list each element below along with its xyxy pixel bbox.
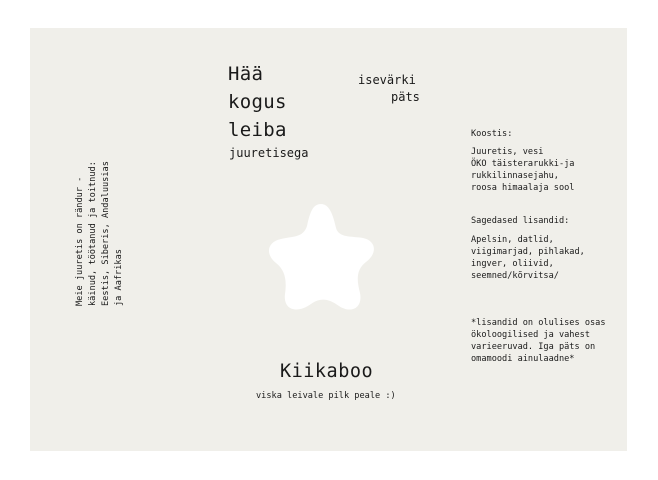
star-icon — [268, 204, 374, 310]
footnote-line-2: ökoloogilised ja vahest — [471, 330, 590, 340]
additions-line-1: Apelsin, datlid, — [471, 235, 554, 245]
additions-line-4: seemned/kõrvitsa/ — [471, 271, 559, 281]
composition-line-3: rukkilinnasejahu, — [471, 171, 559, 181]
composition-line-4: roosa himaalaja sool — [471, 183, 575, 193]
product-title-line-1: Hää — [228, 63, 264, 85]
side-note-line-2: käinud, töötanud ja toitnud: — [88, 161, 98, 306]
additions-line-2: viigimarjad, pihlakad, — [471, 247, 585, 257]
product-type-line-1: isevärki — [358, 73, 416, 87]
bread-label-card: Hää kogus leiba juuretisega isevärki pät… — [30, 28, 627, 451]
footnote-line-3: varieeruvad. Iga päts on — [471, 342, 596, 352]
product-title-line-3: leiba — [228, 119, 287, 141]
composition-line-1: Juuretis, vesi — [471, 147, 544, 157]
additions-line-3: ingver, oliivid, — [471, 259, 554, 269]
brand-tagline: viska leivale pilk peale :) — [256, 391, 396, 401]
footnote-line-4: omamoodi ainulaadne* — [471, 354, 575, 364]
side-note-line-1: Meie juuretis on rändur - — [75, 176, 85, 306]
composition-line-2: ÖKO täisterarukki-ja — [471, 159, 575, 169]
footnote-line-1: *lisandid on olulises osas — [471, 318, 606, 328]
brand-name: Kiikaboo — [280, 361, 374, 382]
product-title-line-2: kogus — [228, 91, 287, 113]
side-note-line-4: ja Aafrikas — [114, 249, 124, 306]
additions-heading: Sagedased lisandid: — [471, 216, 570, 226]
side-note: Meie juuretis on rändur - käinud, töötan… — [74, 146, 126, 306]
product-type-line-2: päts — [391, 90, 420, 104]
composition-heading: Koostis: — [471, 129, 513, 139]
product-subtitle: juuretisega — [229, 146, 309, 160]
side-note-line-3: Eestis, Siberis, Andaluusias — [101, 161, 111, 306]
